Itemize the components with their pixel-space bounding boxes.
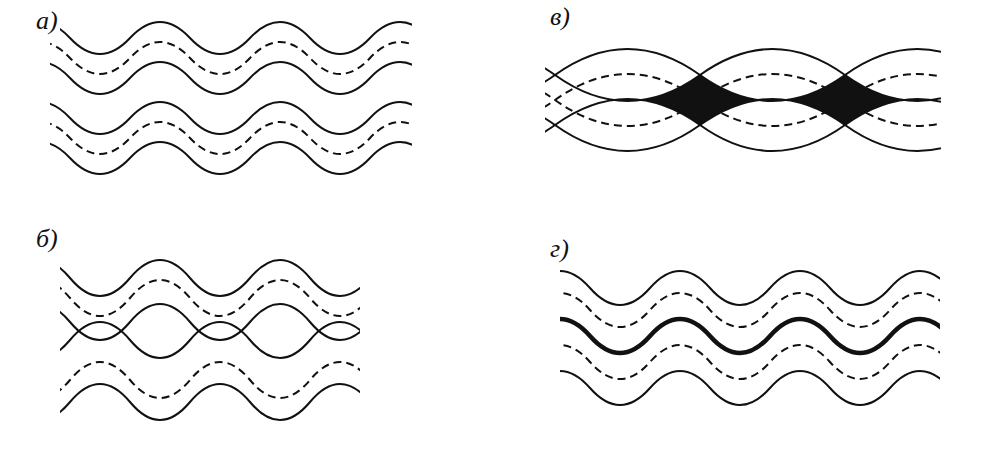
wave-group (50, 22, 412, 174)
panel-label: б) (34, 226, 60, 252)
panel-label: а) (34, 8, 60, 34)
wave-group (560, 271, 940, 405)
panel-label: г) (548, 236, 571, 262)
wave-group (545, 49, 941, 151)
wave-group (60, 260, 360, 420)
overlap-fill (628, 49, 918, 151)
panel-label: в) (548, 4, 572, 30)
